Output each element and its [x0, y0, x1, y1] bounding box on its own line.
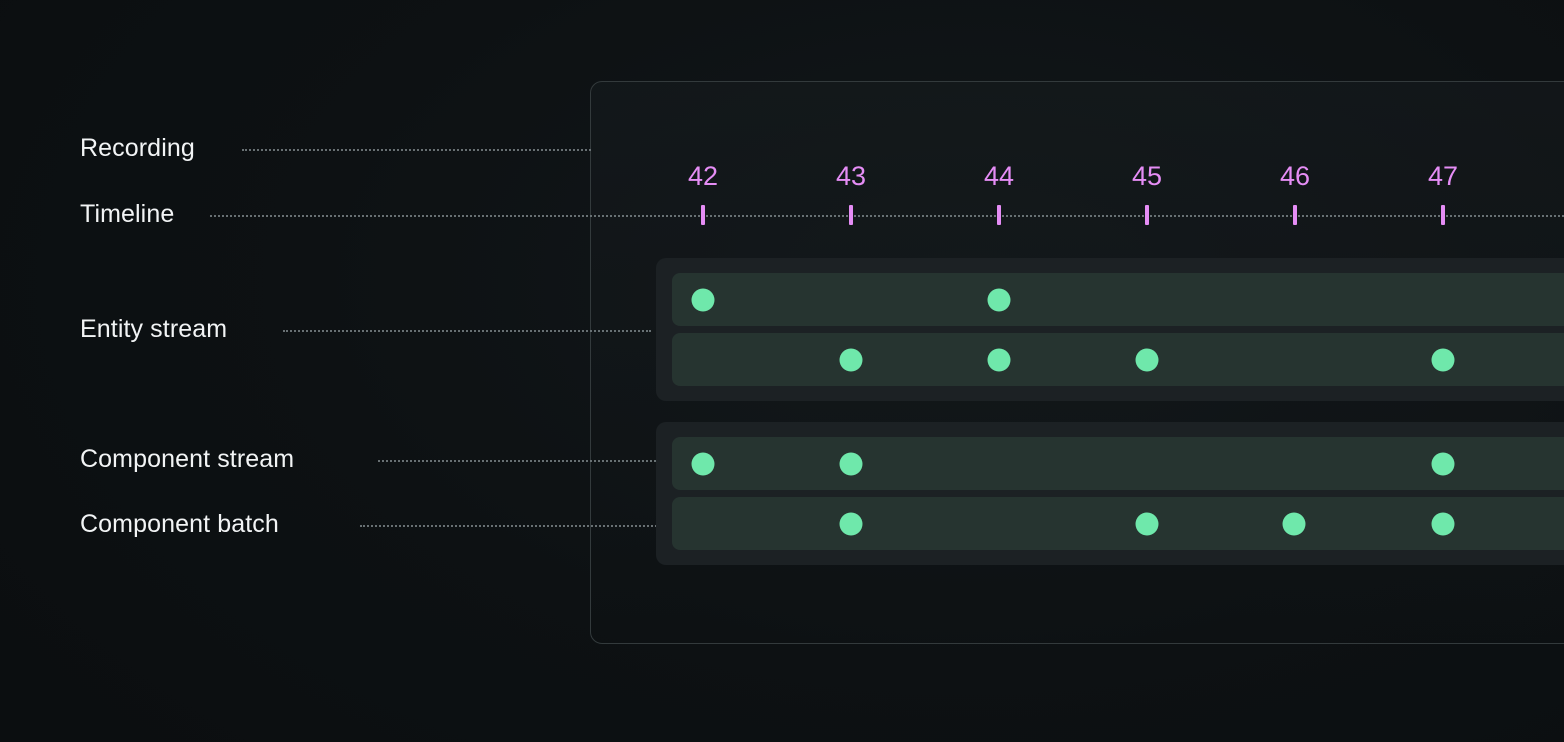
event-dot[interactable]	[1431, 348, 1455, 371]
timeline-tick-mark-44	[997, 205, 1001, 225]
leader-line-component-stream	[378, 460, 672, 464]
label-timeline: Timeline	[80, 200, 175, 228]
timeline-tick-label-43: 43	[835, 161, 867, 191]
leader-line-timeline	[210, 215, 1564, 219]
event-dot[interactable]	[1135, 512, 1159, 535]
timeline-tick-label-45: 45	[1131, 161, 1163, 191]
event-dot[interactable]	[1135, 348, 1159, 371]
label-component-batch: Component batch	[80, 510, 279, 538]
leader-line-recording	[242, 149, 591, 153]
timeline-tick-mark-42	[701, 205, 705, 225]
leader-line-entity-stream	[283, 330, 651, 334]
event-dot[interactable]	[987, 288, 1011, 311]
event-dot[interactable]	[839, 512, 863, 535]
event-dot[interactable]	[691, 288, 715, 311]
component-stream-group	[656, 422, 1564, 565]
event-dot[interactable]	[839, 348, 863, 371]
event-dot[interactable]	[839, 452, 863, 475]
event-dot[interactable]	[1431, 512, 1455, 535]
timeline-tick-mark-47	[1441, 205, 1445, 225]
event-dot[interactable]	[1282, 512, 1306, 535]
timeline-tick-mark-45	[1145, 205, 1149, 225]
timeline-tick-mark-43	[849, 205, 853, 225]
event-dot[interactable]	[691, 452, 715, 475]
component-batch-track[interactable]	[672, 497, 1564, 550]
label-recording: Recording	[80, 134, 195, 162]
leader-line-component-batch	[360, 525, 853, 529]
entity-stream-group	[656, 258, 1564, 401]
timeline-tick-mark-46	[1293, 205, 1297, 225]
event-dot[interactable]	[987, 348, 1011, 371]
event-dot[interactable]	[1431, 452, 1455, 475]
timeline-tick-label-46: 46	[1279, 161, 1311, 191]
timeline-tick-label-44: 44	[983, 161, 1015, 191]
label-component-stream: Component stream	[80, 445, 295, 473]
timeline-tick-label-42: 42	[687, 161, 719, 191]
label-entity-stream: Entity stream	[80, 315, 228, 343]
component-stream-track[interactable]	[672, 437, 1564, 490]
timeline-tick-label-47: 47	[1427, 161, 1459, 191]
entity-stream-track-1[interactable]	[672, 273, 1564, 326]
entity-stream-track-2[interactable]	[672, 333, 1564, 386]
